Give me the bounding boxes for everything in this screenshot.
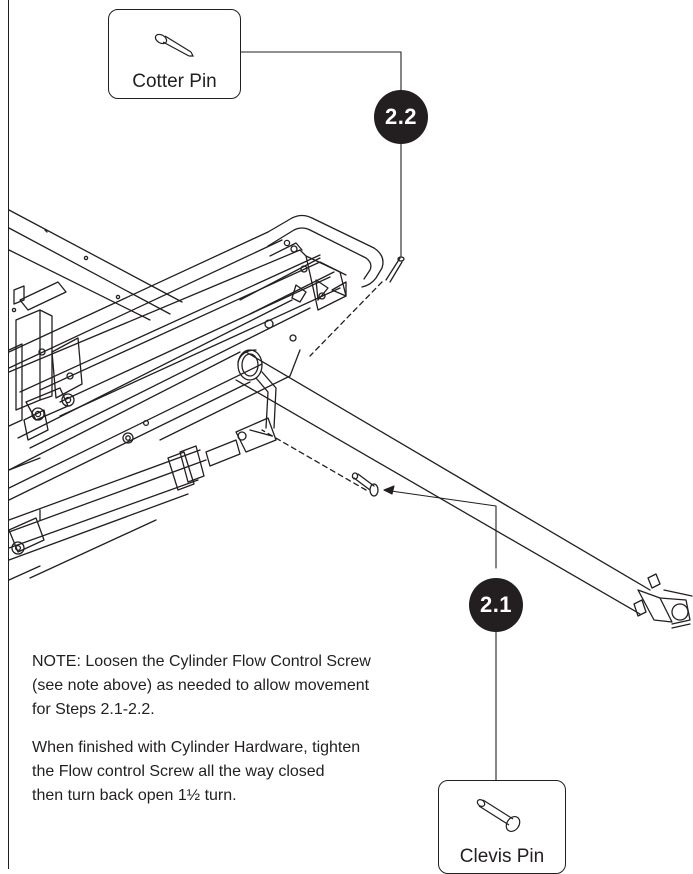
cotter-pin-part [385,256,405,283]
hydraulic-cylinders [8,445,207,581]
alignment-lines [261,281,383,491]
cotter-pin-icon [154,33,194,57]
rail-assembly [8,231,347,501]
note-line: the Flow control Screw all the way close… [32,763,325,780]
leader-lines [238,51,497,781]
clevis-pin-callout: Clevis Pin [438,780,566,874]
cotter-pin-label: Cotter Pin [132,71,217,92]
page-margin-rule [8,0,10,869]
note-loosen-screw: NOTE: Loosen the Cylinder Flow Control S… [32,650,371,722]
frame-rails [8,209,183,321]
u-handle [267,214,384,288]
cotter-pin-callout: Cotter Pin [108,9,241,99]
note-line: NOTE: Loosen the Cylinder Flow Control S… [32,653,371,670]
clevis-pin-label: Clevis Pin [459,846,545,867]
note-line: then turn back open 1½ turn. [32,787,237,804]
note-line: When finished with Cylinder Hardware, ti… [32,739,361,756]
note-tighten-screw: When finished with Cylinder Hardware, ti… [32,736,360,808]
step-2-2-badge: 2.2 [374,90,428,144]
clevis-pin-part [351,472,379,497]
cylinder-clevis [205,371,277,467]
step-2-1-badge: 2.1 [469,578,523,632]
note-line: for Steps 2.1-2.2. [32,701,155,718]
clevis-pin-icon [476,799,521,833]
left-brackets [8,281,83,555]
tube [235,349,693,629]
note-line: (see note above) as needed to allow move… [32,677,370,694]
